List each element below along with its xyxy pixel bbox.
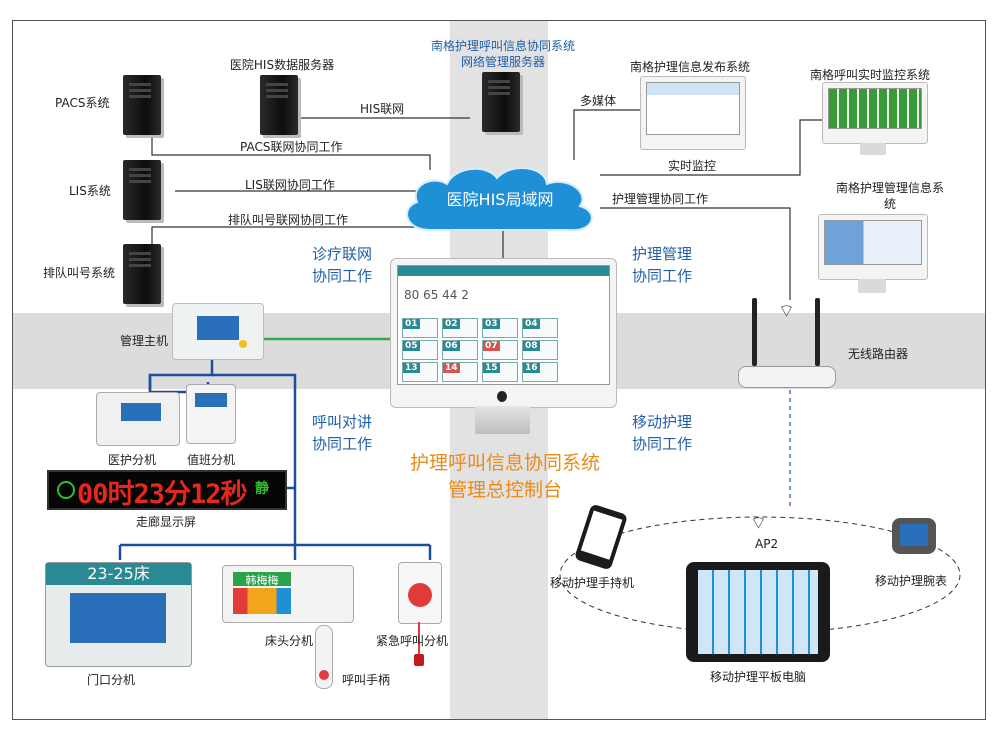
label-door: 门口分机	[87, 673, 136, 687]
label-tablet: 移动护理平板电脑	[710, 670, 807, 684]
medical-extension	[96, 392, 180, 446]
link-queue-coop: 排队叫号联网协同工作	[228, 213, 349, 227]
his-lan-cloud-icon	[406, 166, 593, 232]
link-lis-coop: LIS联网协同工作	[245, 178, 335, 192]
diagram-frame	[12, 20, 986, 720]
led-mode: 静	[255, 481, 269, 497]
zone-clinic: 诊疗联网协同工作	[312, 245, 373, 285]
link-nursing-coop: 护理管理协同工作	[612, 192, 709, 206]
nursing-mgmt-stand	[858, 279, 886, 293]
duty-extension	[186, 384, 236, 444]
zone-mobile: 移动护理协同工作	[632, 413, 693, 453]
queue-server-icon	[123, 244, 161, 304]
wifi-icon-ap: ⌔	[750, 513, 767, 534]
console-stand	[475, 406, 530, 434]
corridor-led-display: 00时23分12秒 静	[47, 470, 287, 510]
emergency-pull-weight	[414, 654, 424, 666]
bed-name: 韩梅梅	[233, 572, 291, 587]
label-his-server: 医院HIS数据服务器	[229, 58, 335, 72]
router-antenna-right	[815, 298, 820, 366]
label-publish: 南格护理信息发布系统	[629, 60, 751, 74]
link-his-net: HIS联网	[360, 102, 405, 116]
door-title: 23-25床	[46, 563, 191, 585]
nursing-watch	[892, 518, 936, 554]
zone-nursing: 护理管理协同工作	[632, 245, 693, 285]
label-bedhead: 床头分机	[265, 634, 314, 648]
label-handheld: 移动护理手持机	[550, 576, 635, 590]
label-handle: 呼叫手柄	[342, 673, 391, 687]
call-handle	[315, 625, 333, 689]
label-mgmt-server: 南格护理呼叫信息协同系统网络管理服务器	[430, 39, 575, 69]
emergency-pull-cord	[418, 622, 420, 654]
label-medical-ext: 医护分机	[108, 453, 157, 467]
label-lis: LIS系统	[69, 184, 111, 198]
label-watch: 移动护理腕表	[875, 574, 948, 588]
his-server-icon	[260, 75, 298, 135]
link-pacs-coop: PACS联网协同工作	[240, 140, 343, 154]
label-realtime-monitor: 南格呼叫实时监控系统	[809, 68, 931, 82]
realtime-monitor	[822, 82, 928, 144]
label-ap: AP2	[755, 537, 779, 551]
apple-logo-icon	[497, 391, 507, 402]
label-corridor: 走廊显示屏	[136, 515, 197, 529]
cloud-label: 医院HIS局域网	[446, 190, 554, 209]
realtime-monitor-stand	[860, 143, 886, 155]
management-host	[172, 303, 264, 360]
zone-intercom: 呼叫对讲协同工作	[312, 413, 373, 453]
mute-icon	[57, 481, 75, 499]
lis-server-icon	[123, 160, 161, 220]
link-realtime: 实时监控	[668, 159, 717, 173]
label-router: 无线路由器	[848, 347, 909, 361]
label-host: 管理主机	[120, 334, 169, 348]
door-extension: 23-25床	[45, 562, 192, 667]
mgmt-server-icon	[482, 72, 520, 132]
label-emergency: 紧急呼叫分机	[376, 634, 449, 648]
nursing-mgmt-monitor	[818, 214, 928, 280]
led-time: 00时23分12秒	[77, 479, 248, 510]
label-nursing-mgmt: 南格护理管理信息系统	[835, 181, 944, 211]
label-queue: 排队叫号系统	[43, 266, 116, 280]
emergency-extension	[398, 562, 442, 624]
router-icon	[738, 366, 836, 388]
nursing-tablet	[686, 562, 830, 662]
bedhead-extension: 韩梅梅	[222, 565, 354, 623]
label-duty-ext: 值班分机	[187, 453, 236, 467]
pacs-server-icon	[123, 75, 161, 135]
label-pacs: PACS系统	[55, 96, 110, 110]
console-monitor: 80 65 44 2 01 02 03 04 05 06 07 08 13 14…	[390, 258, 617, 408]
wifi-icon-router: ⌔	[778, 301, 795, 322]
publish-monitor	[640, 76, 746, 150]
router-antenna-left	[752, 298, 757, 366]
console-label: 护理呼叫信息协同系统管理总控制台	[410, 452, 601, 501]
link-multimedia: 多媒体	[580, 94, 617, 108]
